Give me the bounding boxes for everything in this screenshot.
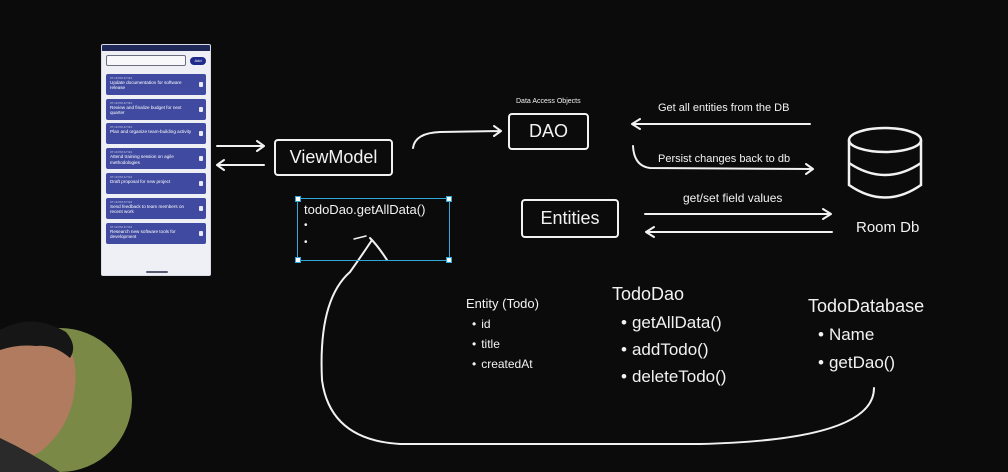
arrow-phone-to-viewmodel [216,140,265,152]
todo-title: Update documentation for software releas… [110,79,182,91]
arrow-viewmodel-to-dao [412,125,502,149]
entity-title: Entity (Todo) [466,296,539,311]
dao-label: DAO [528,121,568,141]
delete-icon[interactable] [199,230,203,236]
entity-field: createdAt [472,357,532,371]
todo-title: Research new software tools for developm… [110,228,176,239]
delete-icon[interactable] [199,180,203,186]
persist-changes-label: Persist changes back to db [658,153,791,165]
delete-icon[interactable] [199,106,203,112]
tododao-method: getAllData() [621,313,722,333]
viewmodel-label: ViewModel [289,147,378,167]
todo-list: 07:19 PM 4/7/24 Update documentation for… [102,68,210,244]
selection-bullet: • [304,237,308,248]
entity-field: id [472,317,490,331]
tododatabase-item: Name [818,325,874,345]
add-todo-button[interactable]: Add [190,56,206,65]
resize-handle[interactable] [446,257,452,263]
dao-box: DAO [508,113,589,150]
phone-home-indicator [146,271,168,273]
tododao-method: addTodo() [621,340,709,360]
todo-title: Plan and organize team-building activity [110,129,192,135]
todo-item[interactable]: 07:19 PM 4/7/24 Attend training session … [106,148,206,170]
phone-status-bar [102,45,210,51]
phone-input-row: Add [102,51,210,68]
todo-item[interactable]: 07:19 PM 4/7/24 Send feedback to team me… [106,197,206,219]
phone-mockup: Add 07:19 PM 4/7/24 Update documentation… [101,44,211,276]
resize-handle[interactable] [295,257,301,263]
field-values-label: get/set field values [683,191,783,205]
todo-item[interactable]: 07:19 PM 4/7/24 Plan and organize team-b… [106,123,206,145]
todo-title: Draft proposal for new project [110,178,171,184]
delete-icon[interactable] [199,131,203,137]
entity-field: title [472,337,500,351]
todo-date: 07:19 PM 4/7/24 [110,224,133,229]
viewmodel-box: ViewModel [274,139,393,176]
todo-date: 07:19 PM 4/7/24 [110,125,133,130]
tododao-title: TodoDao [612,284,685,304]
arrow-db-to-entities [645,226,833,238]
todo-date: 07:19 PM 4/7/24 [110,100,133,105]
todo-item[interactable]: 07:19 PM 4/7/24 Review and finalize budg… [106,98,206,120]
selection-bullet: • [304,220,308,231]
room-db-label: Room Db [856,219,920,236]
arrow-persist-changes [632,145,814,175]
todo-date: 07:19 PM 4/7/24 [110,174,133,179]
entities-label: Entities [540,208,600,228]
tododatabase-title: TodoDatabase [808,296,925,316]
database-icon [847,126,923,199]
arrow-get-all-entities [631,118,811,130]
todo-input-field[interactable] [106,55,186,66]
todo-item[interactable]: 07:19 PM 4/7/24 Draft proposal for new p… [106,172,206,194]
resize-handle[interactable] [295,196,301,202]
todo-date: 07:19 PM 4/7/24 [110,199,133,204]
delete-icon[interactable] [199,205,203,211]
todo-item[interactable]: 07:19 PM 4/7/24 Research new software to… [106,222,206,244]
presenter-webcam [0,321,132,472]
todo-title: Review and finalize budget for next quar… [110,104,182,115]
delete-icon[interactable] [199,81,203,87]
selection-box[interactable]: todoDao.getAllData() • • [295,196,452,263]
loop-arrow [320,237,875,445]
get-all-entities-label: Get all entities from the DB [658,102,790,114]
scribble-mark [353,235,367,240]
resize-handle[interactable] [446,196,452,202]
todo-date: 07:19 PM 4/7/24 [110,150,133,155]
todo-date: 07:19 PM 4/7/24 [110,75,133,80]
todo-title: Attend training session on agile methodo… [110,154,174,165]
arrow-viewmodel-to-phone [216,159,265,171]
dao-caption: Data Access Objects [516,98,581,105]
selection-text: todoDao.getAllData() [304,202,426,217]
todo-item[interactable]: 07:19 PM 4/7/24 Update documentation for… [106,73,206,95]
tododatabase-item: getDao() [818,353,895,373]
arrow-entities-to-db [644,208,832,220]
todo-title: Send feedback to team members on recent … [110,203,185,215]
entities-box: Entities [521,199,619,238]
tododao-method: deleteTodo() [621,367,727,387]
delete-icon[interactable] [199,156,203,162]
